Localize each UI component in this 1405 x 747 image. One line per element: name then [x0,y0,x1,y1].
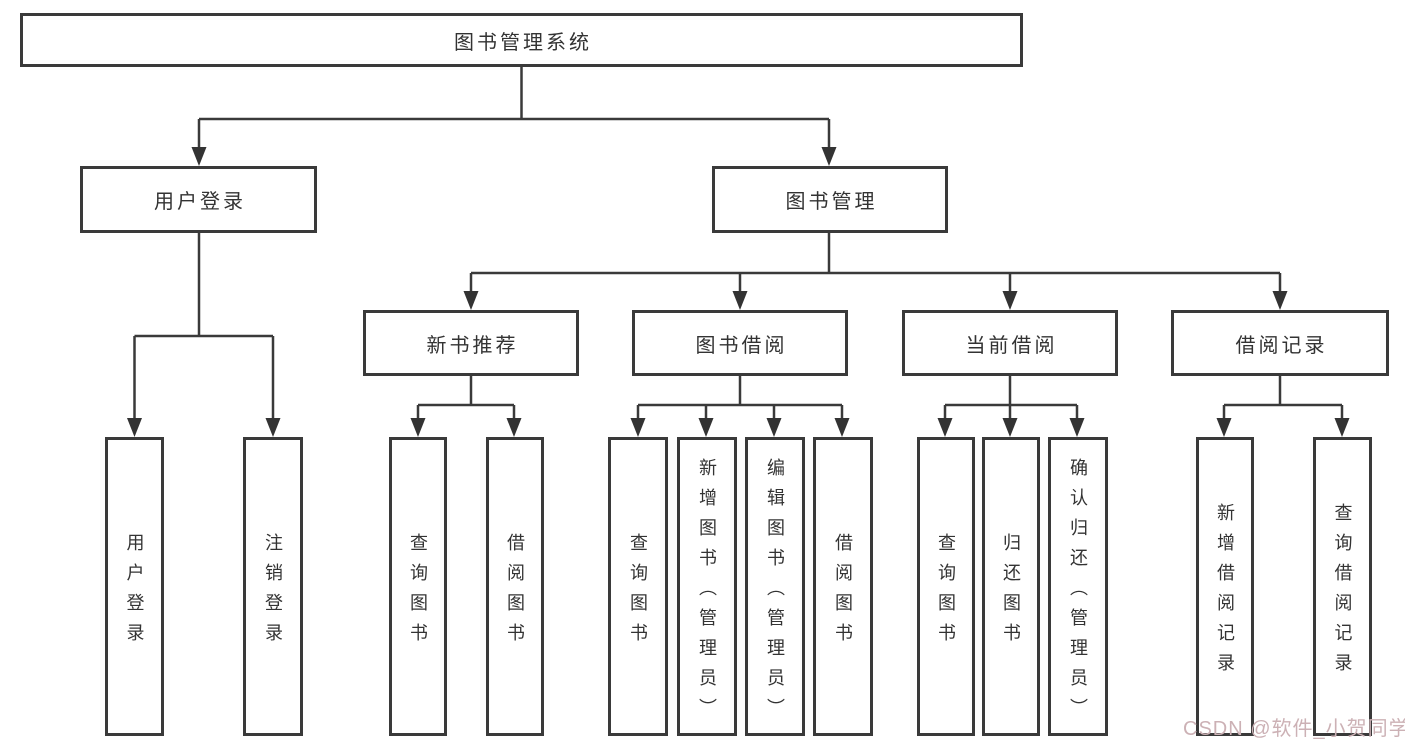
node-current-borrow-label: 当前借阅 [965,334,1058,357]
node-book-management-branch-label: 图书管理 [785,191,878,213]
node-user-login-branch-label: 用户登录 [154,191,246,213]
user-login-branch-line [133,233,275,421]
leaf-add-book-admin: 新增图书（管理员） [677,437,737,736]
current-borrow-branch-line [943,376,1079,421]
leaf-recommend-query-book: 查询图书 [389,437,447,736]
leaf-borrow-book-label: 借阅图书 [833,532,853,653]
root-branch-line [197,67,831,150]
borrow-record-branch-line [1222,376,1344,421]
node-book-management-branch: 图书管理 [712,166,948,233]
leaf-logout-label: 注销登录 [263,532,283,653]
book-mgmt-branch-line [469,233,1282,294]
new-book-branch-line [416,376,516,421]
leaf-borrow-book: 借阅图书 [813,437,873,736]
leaf-add-borrow-record: 新增借阅记录 [1196,437,1254,736]
leaf-edit-book-admin-label: 编辑图书（管理员） [765,457,785,728]
leaf-query-borrow-record: 查询借阅记录 [1313,437,1372,736]
leaf-logout: 注销登录 [243,437,303,736]
arrowheads [127,147,1350,437]
leaf-current-query-book: 查询图书 [917,437,975,736]
node-root-system: 图书管理系统 [20,13,1023,67]
leaf-user-login-label: 用户登录 [124,532,145,653]
leaf-borrow-query-book: 查询图书 [608,437,668,736]
leaf-recommend-borrow-book-label: 借阅图书 [505,532,525,653]
node-current-borrow: 当前借阅 [902,310,1118,376]
node-new-book-recommend-label: 新书推荐 [426,334,519,357]
leaf-borrow-query-book-label: 查询图书 [628,532,648,653]
node-book-borrow: 图书借阅 [632,310,848,376]
leaf-recommend-query-book-label: 查询图书 [408,532,428,653]
leaf-return-book-label: 归还图书 [1001,532,1021,653]
leaf-confirm-return-admin-label: 确认归还（管理员） [1068,457,1088,728]
leaf-query-borrow-record-label: 查询借阅记录 [1332,502,1353,683]
leaf-current-query-book-label: 查询图书 [936,532,956,653]
leaf-confirm-return-admin: 确认归还（管理员） [1048,437,1108,736]
node-book-borrow-label: 图书借阅 [695,334,788,357]
node-root-system-label: 图书管理系统 [454,31,592,54]
node-borrow-record-label: 借阅记录 [1235,334,1328,357]
leaf-user-login: 用户登录 [105,437,164,736]
node-user-login-branch: 用户登录 [80,166,317,233]
leaf-return-book: 归还图书 [982,437,1040,736]
book-borrow-branch-line [636,376,844,421]
node-new-book-recommend: 新书推荐 [363,310,579,376]
csdn-watermark: CSDN @软件_小贺同学 [1183,718,1405,740]
leaf-edit-book-admin: 编辑图书（管理员） [745,437,805,736]
leaf-recommend-borrow-book: 借阅图书 [486,437,544,736]
leaf-add-book-admin-label: 新增图书（管理员） [697,457,717,728]
leaf-add-borrow-record-label: 新增借阅记录 [1215,502,1235,683]
node-borrow-record: 借阅记录 [1171,310,1389,376]
